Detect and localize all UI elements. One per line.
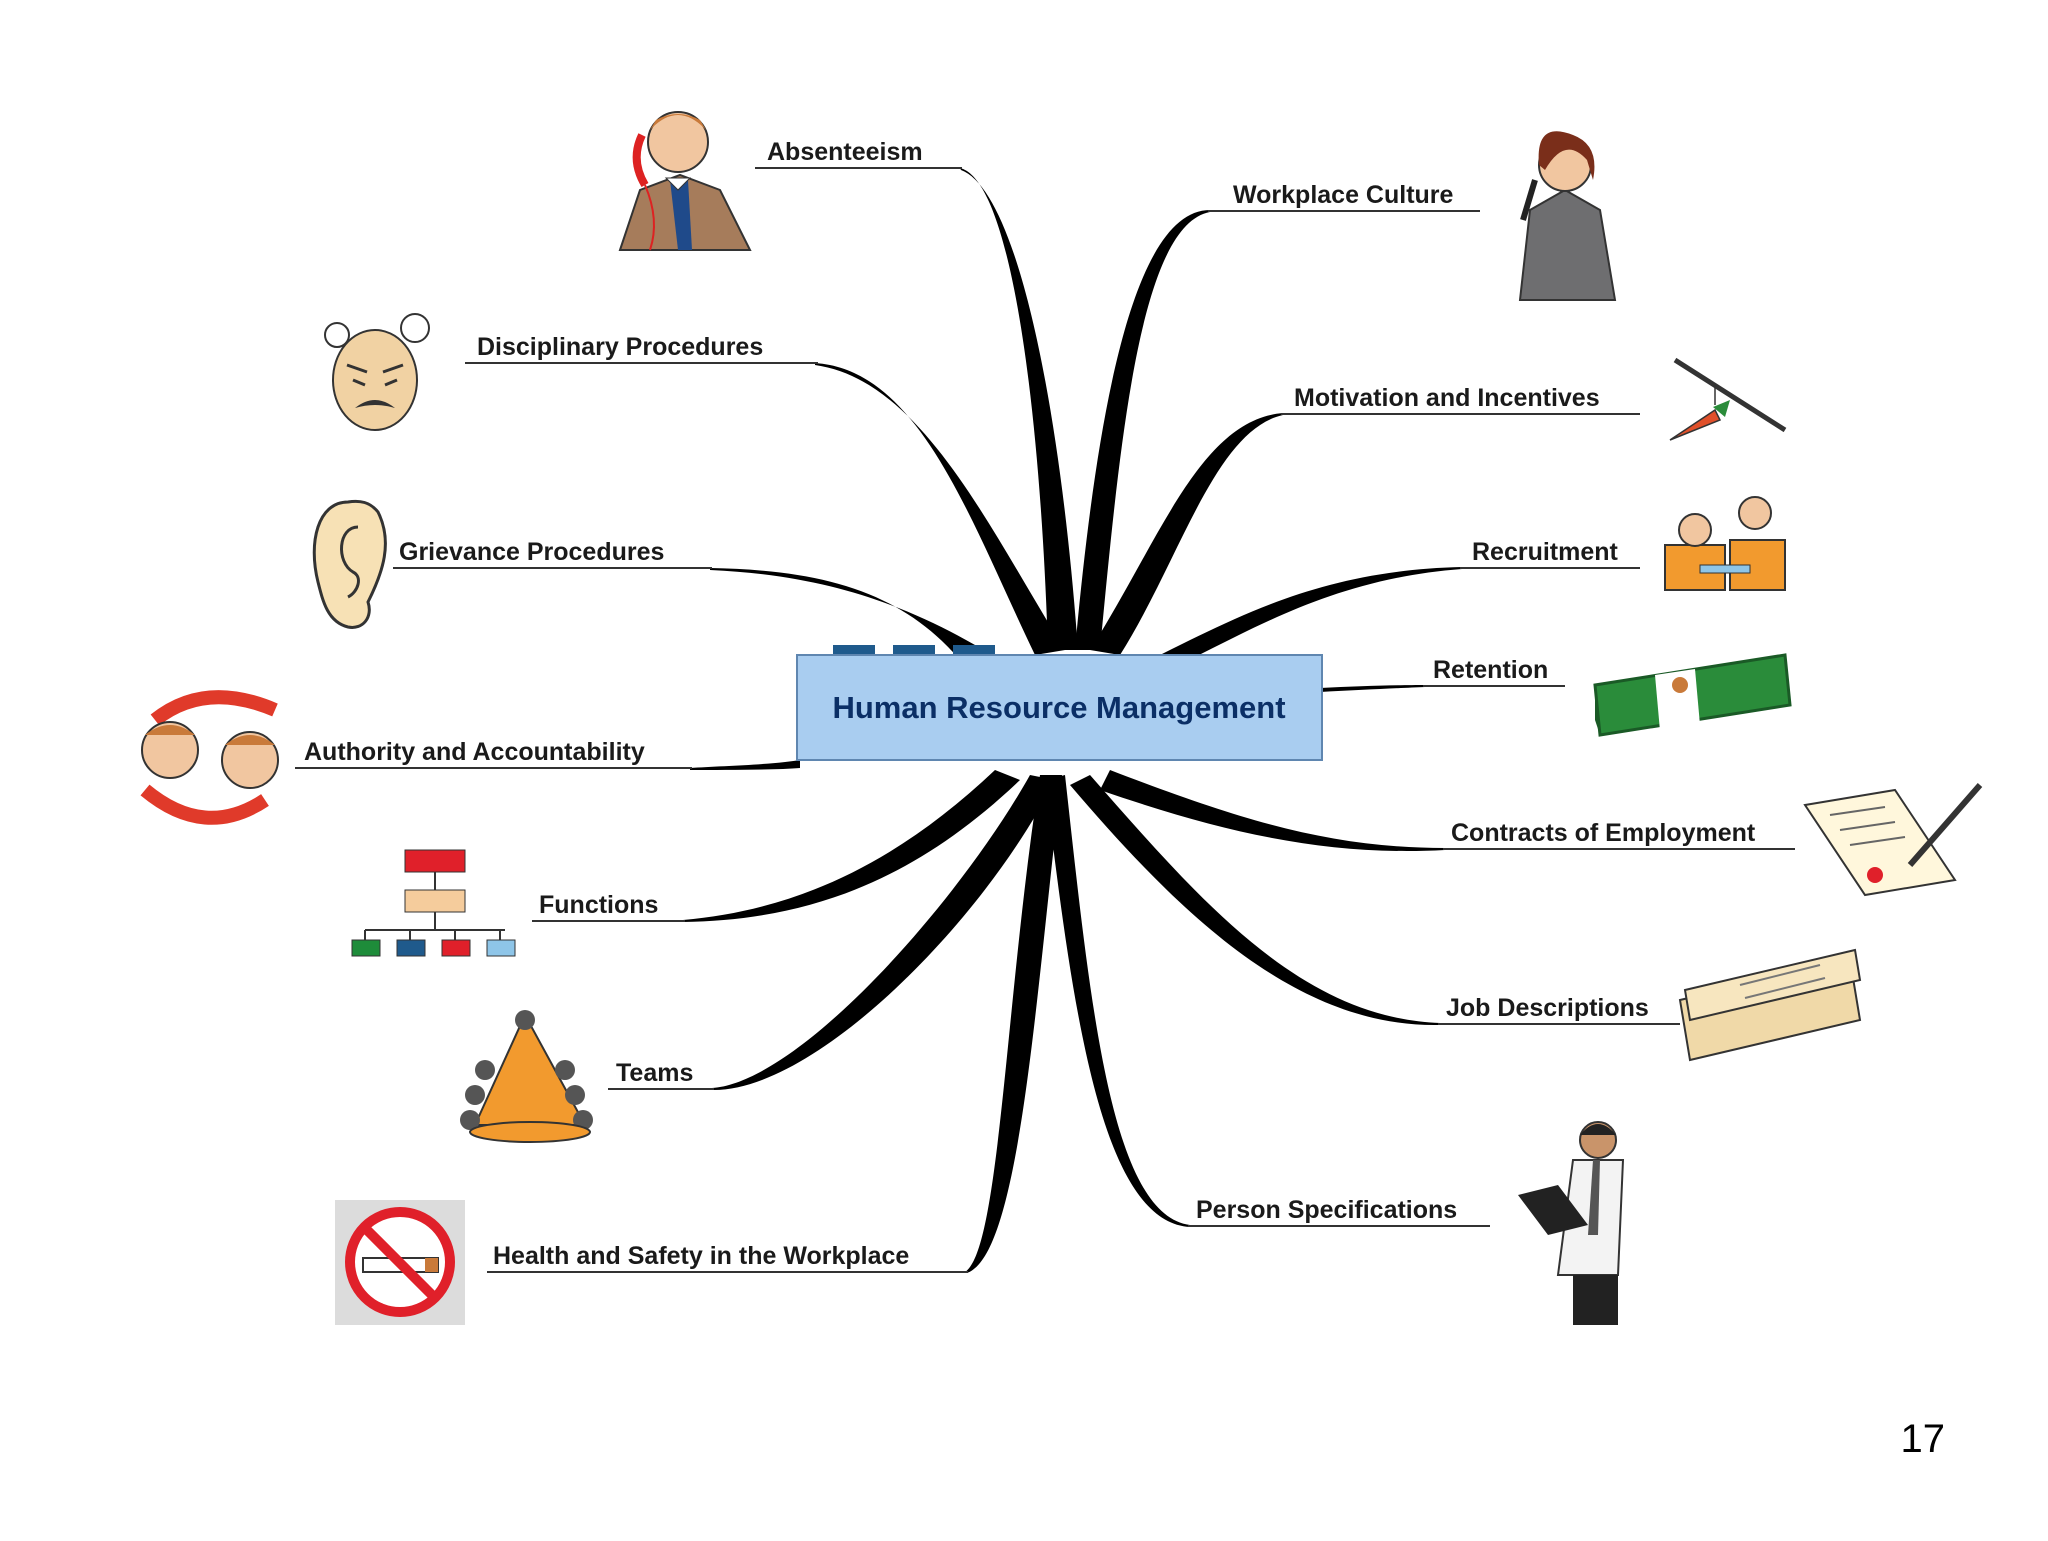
label-recruitment[interactable]: Recruitment xyxy=(1472,538,1619,566)
woman-on-phone-icon xyxy=(1518,131,1617,301)
branch-line-disciplinary xyxy=(815,363,1065,655)
label-person[interactable]: Person Specifications xyxy=(1196,1196,1457,1224)
branch-line-motivation xyxy=(1090,413,1283,655)
branch-line-contracts xyxy=(1100,770,1445,852)
branch-line-functions xyxy=(683,770,1020,922)
label-motivation[interactable]: Motivation and Incentives xyxy=(1294,384,1600,412)
label-retention[interactable]: Retention xyxy=(1433,656,1548,684)
angry-face-icon xyxy=(324,313,430,431)
contract-pen-icon xyxy=(1803,783,1983,897)
branch-line-retention xyxy=(1320,685,1425,692)
central-topic-box xyxy=(796,654,1323,761)
label-absenteeism[interactable]: Absenteeism xyxy=(767,138,923,166)
carrot-on-stick-icon xyxy=(1669,357,1787,441)
branch-line-teams xyxy=(712,775,1055,1091)
label-disciplinary[interactable]: Disciplinary Procedures xyxy=(477,333,763,361)
branch-line-recruitment xyxy=(1160,567,1462,662)
no-smoking-icon xyxy=(335,1200,465,1325)
branch-line-health xyxy=(965,775,1062,1273)
label-culture[interactable]: Workplace Culture xyxy=(1233,181,1454,209)
phone-call-man-icon xyxy=(618,111,752,251)
team-huddle-icon xyxy=(460,1010,593,1143)
ear-icon xyxy=(312,499,387,629)
man-with-laptop-icon xyxy=(1518,1121,1625,1325)
paper-stack-icon xyxy=(1678,948,1862,1062)
branch-line-authority xyxy=(690,760,800,770)
interview-icon xyxy=(1664,496,1786,591)
branch-labels: Absenteeism Disciplinary Procedures Grie… xyxy=(304,138,1756,1270)
org-chart-icon xyxy=(351,849,516,957)
money-stack-icon xyxy=(1593,653,1792,737)
label-authority[interactable]: Authority and Accountability xyxy=(304,738,645,766)
branch-line-jobdesc xyxy=(1070,775,1440,1026)
branch-line-culture xyxy=(1075,210,1210,650)
label-grievance[interactable]: Grievance Procedures xyxy=(399,538,664,566)
branch-lines xyxy=(683,168,1462,1273)
central-topic[interactable]: Human Resource Management xyxy=(796,645,1323,761)
branch-line-absenteeism xyxy=(960,168,1078,650)
label-teams[interactable]: Teams xyxy=(616,1059,693,1087)
label-jobdesc[interactable]: Job Descriptions xyxy=(1446,994,1649,1022)
label-health[interactable]: Health and Safety in the Workplace xyxy=(493,1242,909,1270)
two-people-arrows-icon xyxy=(140,690,279,825)
branch-line-person xyxy=(1045,775,1190,1227)
page-number: 17 xyxy=(1901,1417,1946,1461)
branch-line-grievance xyxy=(710,568,975,660)
label-functions[interactable]: Functions xyxy=(539,891,658,919)
label-underlines xyxy=(295,167,1795,1273)
central-topic-label: Human Resource Management xyxy=(832,690,1285,725)
label-contracts[interactable]: Contracts of Employment xyxy=(1451,819,1756,847)
